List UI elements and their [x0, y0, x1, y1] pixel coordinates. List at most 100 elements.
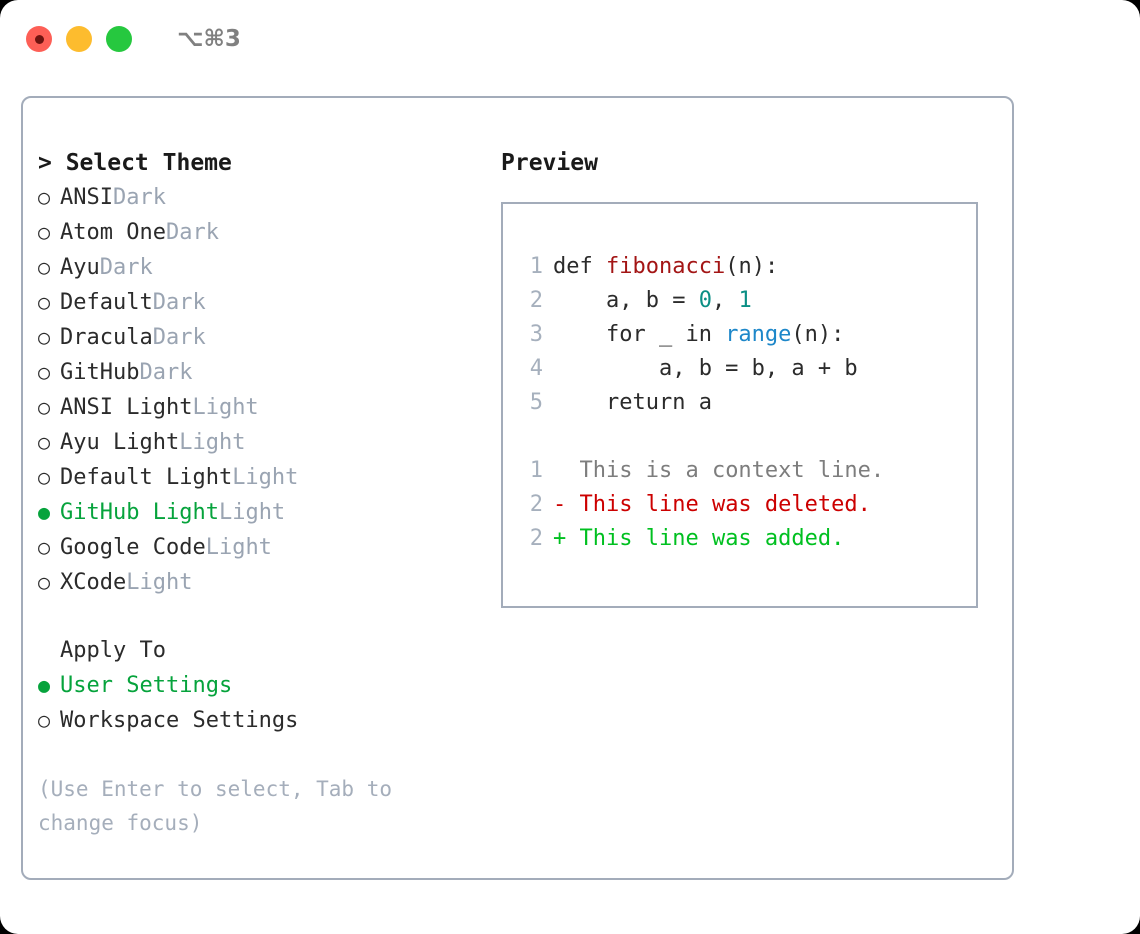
theme-option-variant: Dark [139, 360, 193, 385]
code-token: for _ in [553, 322, 726, 347]
code-line-number: 3 [529, 322, 543, 347]
radio-unselected-icon: ○ [38, 185, 51, 209]
keyboard-shortcut-label: ⌥⌘3 [177, 26, 241, 52]
radio-unselected-icon: ○ [38, 708, 51, 732]
theme-option-xcode[interactable]: ○ XCode Light [38, 565, 468, 600]
radio-selected-icon: ● [38, 673, 51, 697]
theme-option-variant: Light [126, 570, 193, 595]
theme-option-ansi-light[interactable]: ○ ANSI Light Light [38, 390, 468, 425]
maximize-button-icon[interactable] [106, 26, 132, 52]
radio-unselected-icon: ○ [38, 570, 51, 594]
code-line: 3 for _ in range(n): [517, 318, 976, 352]
code-line-number: 1 [529, 254, 543, 279]
code-token: (n): [725, 254, 779, 279]
minimize-button-icon[interactable] [66, 26, 92, 52]
theme-option-ansi[interactable]: ○ ANSI Dark [38, 180, 468, 215]
select-theme-header: > Select Theme [38, 150, 232, 176]
code-token: 1 [738, 288, 752, 313]
theme-option-name: ANSI [60, 185, 113, 210]
theme-option-default-light[interactable]: ○ Default Light Light [38, 460, 468, 495]
diff-line-number: 1 [529, 458, 543, 483]
theme-selection-column: > Select Theme ○ANSI Dark○Atom One Dark○… [38, 146, 468, 840]
diff-line-add: 2 + This line was added. [517, 522, 976, 556]
code-line-number: 4 [529, 356, 543, 381]
theme-option-variant: Light [232, 465, 299, 490]
theme-option-name: Ayu [60, 255, 100, 280]
diff-line-number: 2 [529, 526, 543, 551]
radio-unselected-icon: ○ [38, 395, 51, 419]
diff-line-sign [553, 454, 566, 488]
radio-unselected-icon: ○ [38, 290, 51, 314]
apply-to-option-workspace-settings[interactable]: ○ Workspace Settings [38, 703, 468, 738]
section-spacer [38, 600, 468, 634]
title-bar: ⌥⌘3 [0, 0, 1140, 78]
theme-option-ayu[interactable]: ○Ayu Dark [38, 250, 468, 285]
theme-option-google-code[interactable]: ○ Google Code Light [38, 530, 468, 565]
code-line: 4 a, b = b, a + b [517, 352, 976, 386]
traffic-light-controls [26, 26, 132, 52]
radio-unselected-icon: ○ [38, 325, 51, 349]
theme-option-list: ○ANSI Dark○Atom One Dark○Ayu Dark○Defaul… [38, 180, 468, 600]
diff-line-text: This line was deleted. [566, 492, 871, 517]
theme-option-name: Default Light [60, 465, 233, 490]
theme-picker-panel: > Select Theme ○ANSI Dark○Atom One Dark○… [21, 96, 1014, 880]
code-line-number: 5 [529, 390, 543, 415]
diff-line-del: 2- This line was deleted. [517, 488, 976, 522]
diff-line-text: This line was added. [566, 526, 845, 551]
code-token: return a [553, 390, 712, 415]
code-token: (n): [791, 322, 845, 347]
close-button-icon[interactable] [26, 26, 52, 52]
theme-option-default[interactable]: ○ Default Dark [38, 285, 468, 320]
code-token: a, b = b, a + b [553, 356, 858, 381]
apply-to-option-user-settings[interactable]: ● User Settings [38, 668, 468, 703]
theme-option-github-light[interactable]: ●GitHub Light Light [38, 495, 468, 530]
theme-option-variant: Light [205, 535, 272, 560]
diff-sample: 1 This is a context line.2- This line wa… [517, 454, 976, 556]
theme-option-name: Default [60, 290, 153, 315]
code-token: 0 [698, 288, 712, 313]
radio-unselected-icon: ○ [38, 255, 51, 279]
keyboard-hint-text: (Use Enter to select, Tab to change focu… [38, 777, 393, 835]
theme-option-variant: Dark [152, 325, 206, 350]
theme-option-name: GitHub [60, 360, 140, 385]
theme-option-variant: Dark [112, 185, 166, 210]
radio-unselected-icon: ○ [38, 220, 51, 244]
diff-line-text: This is a context line. [566, 458, 885, 483]
code-token: def [553, 254, 606, 279]
apply-to-option-name: Workspace Settings [60, 708, 299, 733]
code-diff-spacer [517, 420, 976, 454]
theme-option-name: Google Code [60, 535, 206, 560]
code-line-number: 2 [529, 288, 543, 313]
theme-option-ayu-light[interactable]: ○Ayu Light Light [38, 425, 468, 460]
theme-option-name: GitHub Light [60, 500, 219, 525]
diff-line-sign: - [553, 492, 567, 517]
apply-to-label: Apply To [60, 638, 166, 663]
radio-unselected-icon: ○ [38, 465, 51, 489]
apply-to-option-list: ● User Settings ○ Workspace Settings [38, 668, 468, 738]
theme-option-variant: Light [218, 500, 286, 525]
apply-to-option-name: User Settings [60, 673, 233, 698]
diff-line-sign: + [553, 526, 567, 551]
theme-option-variant: Dark [165, 220, 219, 245]
theme-option-name: Ayu Light [60, 430, 180, 455]
code-token: , [711, 288, 739, 313]
theme-option-variant: Dark [152, 290, 206, 315]
radio-unselected-icon: ○ [38, 535, 51, 559]
diff-line-ctx: 1 This is a context line. [517, 454, 976, 488]
theme-option-atom-one[interactable]: ○Atom One Dark [38, 215, 468, 250]
theme-option-dracula[interactable]: ○Dracula Dark [38, 320, 468, 355]
theme-option-github[interactable]: ○ GitHub Dark [38, 355, 468, 390]
code-line: 5 return a [517, 386, 976, 420]
code-token: a, b = [553, 288, 699, 313]
theme-option-name: XCode [60, 570, 127, 595]
code-token: range [725, 322, 792, 347]
theme-option-variant: Light [192, 395, 259, 420]
theme-option-name: ANSI Light [60, 395, 193, 420]
radio-unselected-icon: ○ [38, 360, 51, 384]
code-line: 2 a, b = 0, 1 [517, 284, 976, 318]
